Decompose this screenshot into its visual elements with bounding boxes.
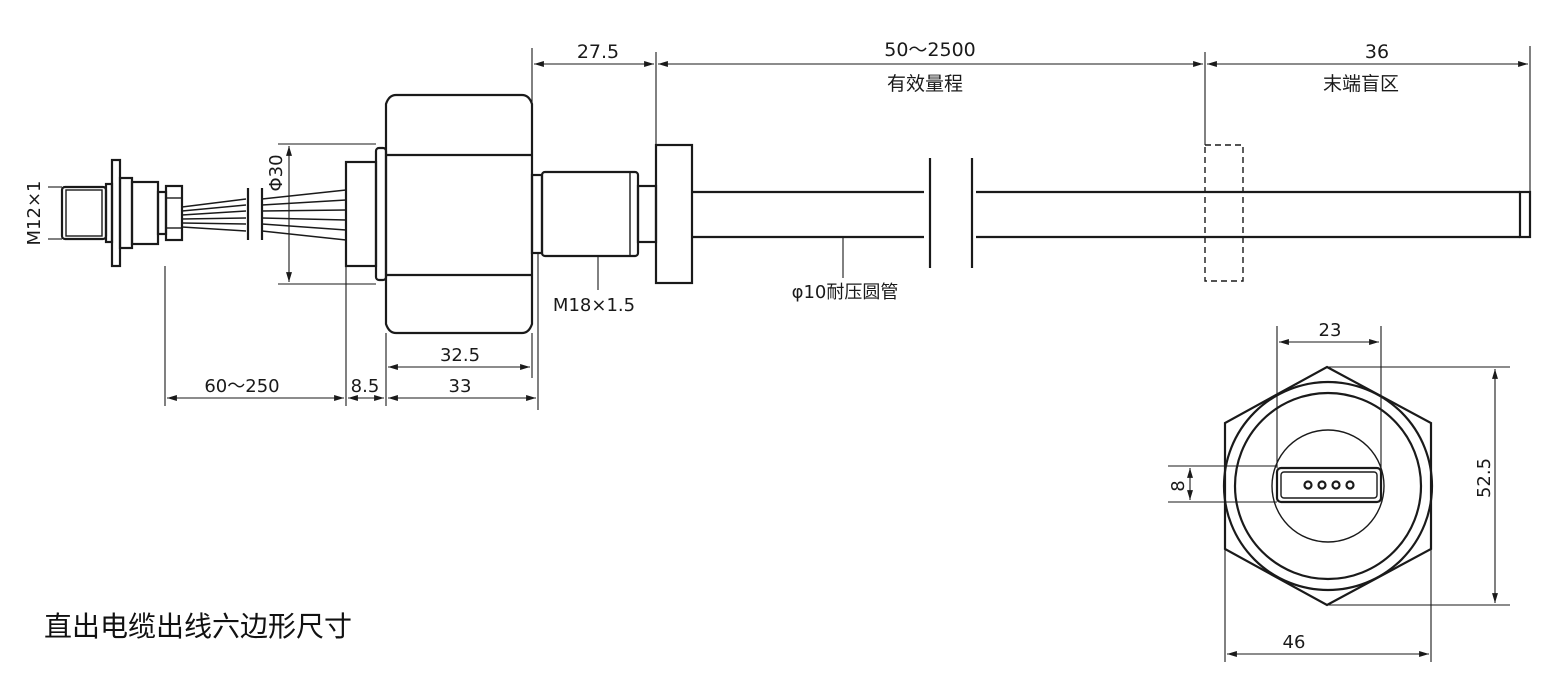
pressure-tube <box>692 144 1532 282</box>
pins <box>1303 480 1355 490</box>
outer-circle <box>1222 380 1434 592</box>
face-circle <box>1271 429 1385 543</box>
dim-dead-zone: 36 末端盲区 <box>1207 41 1531 192</box>
dim-27-5-label: 27.5 <box>577 41 619 63</box>
dim-m18: M18×1.5 <box>553 256 635 316</box>
m18-label: M18×1.5 <box>553 295 635 316</box>
m12-connector <box>60 158 184 268</box>
cable-length-label: 60～250 <box>204 376 279 397</box>
float-dashed <box>1204 144 1244 282</box>
dim-m12: M12×1 <box>24 181 62 246</box>
dim-flange-offset: 27.5 <box>531 41 657 145</box>
hex-length-label: 33 <box>449 376 472 397</box>
dim-phi30: Φ30 <box>266 143 376 285</box>
connector-slot <box>1275 466 1383 504</box>
hex-inner-label: 32.5 <box>440 345 480 366</box>
side-view: 27.5 50～2500 有效量程 36 末端盲区 M12×1 Φ30 <box>24 39 1532 410</box>
float-flange <box>654 143 694 285</box>
hex-height-label: 52.5 <box>1474 458 1495 498</box>
dim-bottom: 60～250 8.5 32.5 33 <box>164 253 539 410</box>
dim-effective-range: 50～2500 有效量程 <box>658 39 1206 145</box>
dim-dead-zone-label: 末端盲区 <box>1323 73 1399 95</box>
hex-width-label: 46 <box>1283 632 1306 653</box>
dim-tube: φ10耐压圆管 <box>792 237 899 303</box>
slot-height-label: 8 <box>1168 480 1189 491</box>
cable-wires <box>181 188 347 241</box>
inner-circle <box>1233 391 1423 581</box>
hex-outline <box>1223 365 1433 607</box>
tube-label: φ10耐压圆管 <box>792 282 899 303</box>
dim-36-label: 36 <box>1365 41 1389 63</box>
m12-label: M12×1 <box>24 181 45 246</box>
end-view: 23 8 52.5 46 <box>1168 320 1510 662</box>
dim-range-label: 有效量程 <box>887 73 963 95</box>
sensor-body <box>344 93 658 335</box>
slot-width-label: 23 <box>1319 320 1342 341</box>
drawing-caption: 直出电缆出线六边形尺寸 <box>44 610 352 643</box>
phi30-label: Φ30 <box>266 154 287 191</box>
gap-length-label: 8.5 <box>351 376 380 397</box>
dim-range-value: 50～2500 <box>884 39 976 61</box>
